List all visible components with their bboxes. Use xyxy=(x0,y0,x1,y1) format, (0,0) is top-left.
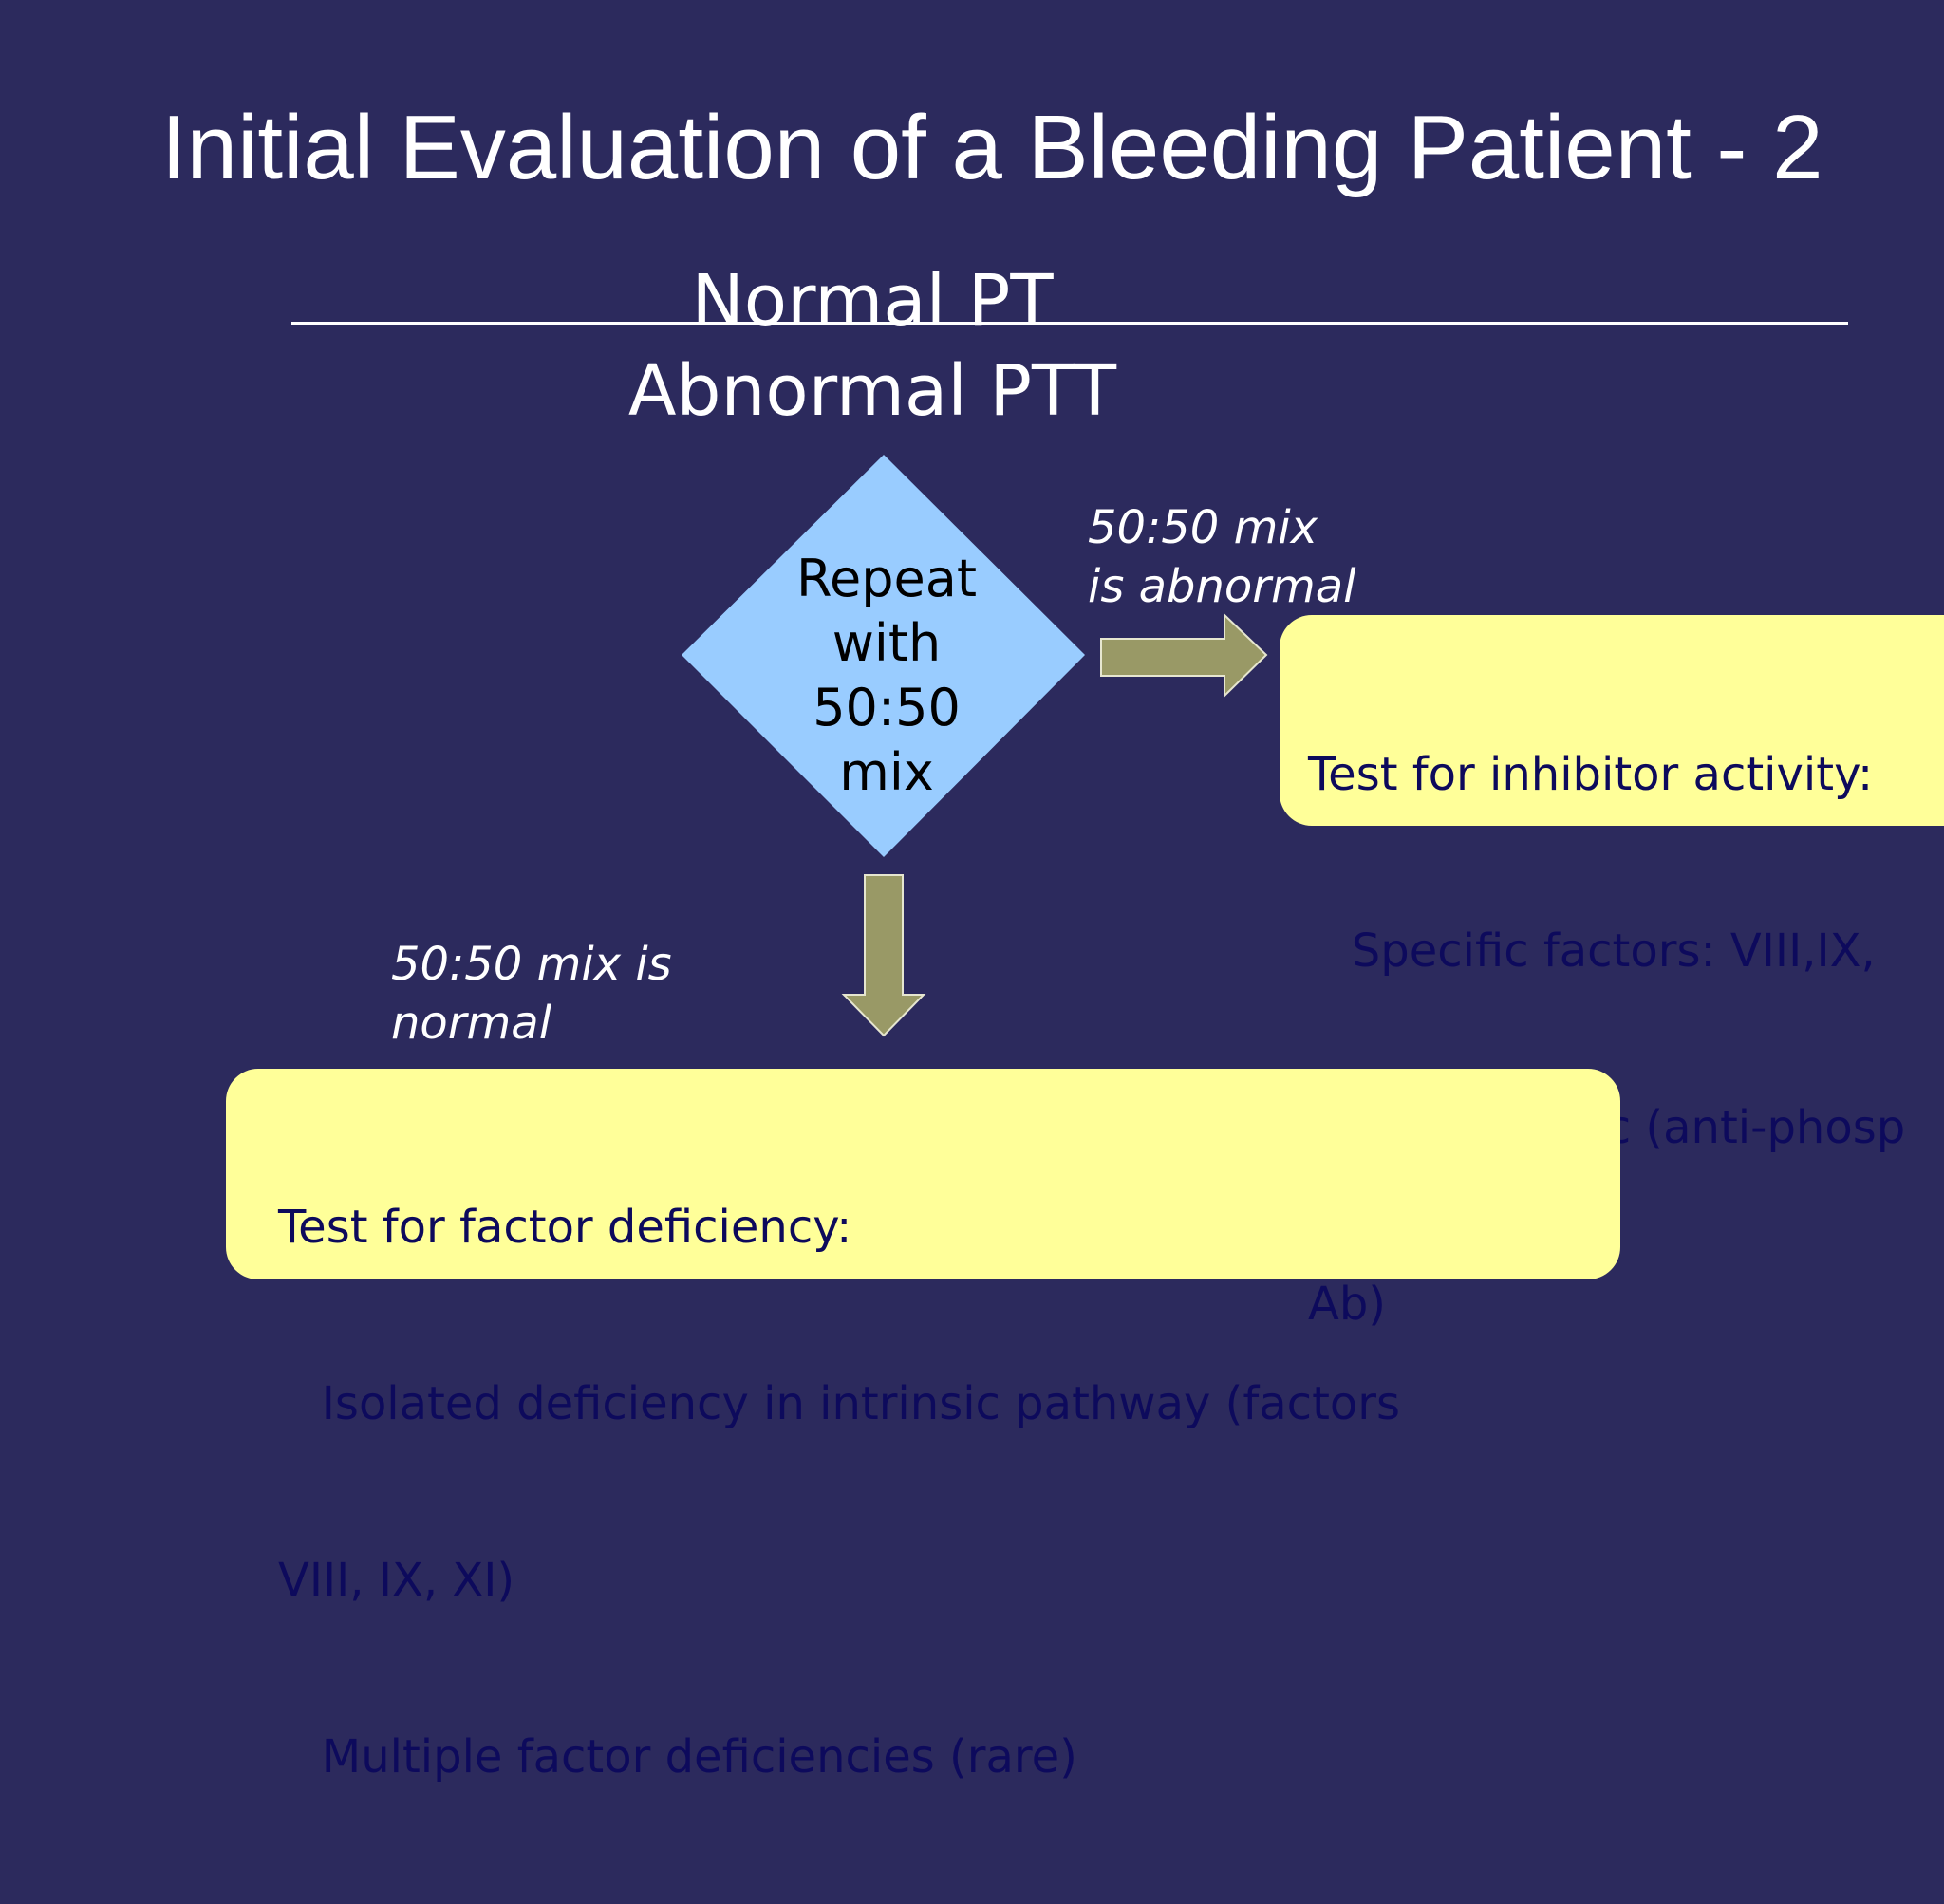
inhibitor-test-box xyxy=(1280,615,1944,826)
slide: Initial Evaluation of a Bleeding Patient… xyxy=(161,97,1944,1783)
decision-label-line: 50:50 xyxy=(813,678,961,737)
factor-deficiency-line: Multiple factor deficiencies (rare) xyxy=(278,1730,1077,1783)
abnormal-branch-label-line: 50:50 mix xyxy=(1088,501,1318,554)
flowchart xyxy=(682,455,1268,1037)
factor-deficiency-text: Test for factor deficiency: Isolated def… xyxy=(278,1080,1400,1904)
slide-title: Initial Evaluation of a Bleeding Patient… xyxy=(161,97,1823,198)
factor-deficiency-line: Isolated deficiency in intrinsic pathway… xyxy=(278,1377,1400,1430)
normal-branch-label-line: normal xyxy=(391,997,552,1050)
inhibitor-test-line: Ab) xyxy=(1308,1278,1387,1331)
abnormal-branch-label: 50:50 mix is abnormal xyxy=(1088,498,1356,616)
abnormal-branch-label-line: is abnormal xyxy=(1088,560,1356,613)
factor-deficiency-box xyxy=(226,1069,1620,1279)
factor-deficiency-line: Test for factor deficiency: xyxy=(278,1201,852,1254)
subtitle-normal-pt: Normal PT xyxy=(691,260,1054,342)
inhibitor-test-line: Test for inhibitor activity: xyxy=(1308,748,1874,801)
decision-label: Repeat with 50:50 mix xyxy=(744,547,1029,805)
title-divider xyxy=(291,322,1848,325)
factor-deficiency-line: VIII, IX, XI) xyxy=(278,1554,515,1607)
decision-label-line: mix xyxy=(839,742,934,802)
subtitle-abnormal-ptt: Abnormal PTT xyxy=(627,350,1117,432)
decision-label-line: with xyxy=(832,613,942,673)
arrow-right-abnormal xyxy=(1100,612,1268,699)
decision-label-line: Repeat xyxy=(795,549,978,608)
arrow-down-normal xyxy=(841,874,926,1037)
normal-branch-label-line: 50:50 mix is xyxy=(391,938,672,991)
normal-branch-label: 50:50 mix is normal xyxy=(391,935,672,1053)
inhibitor-test-line: Specific factors: VIII,IX, xyxy=(1308,924,1876,978)
decision-diamond xyxy=(682,455,1085,857)
